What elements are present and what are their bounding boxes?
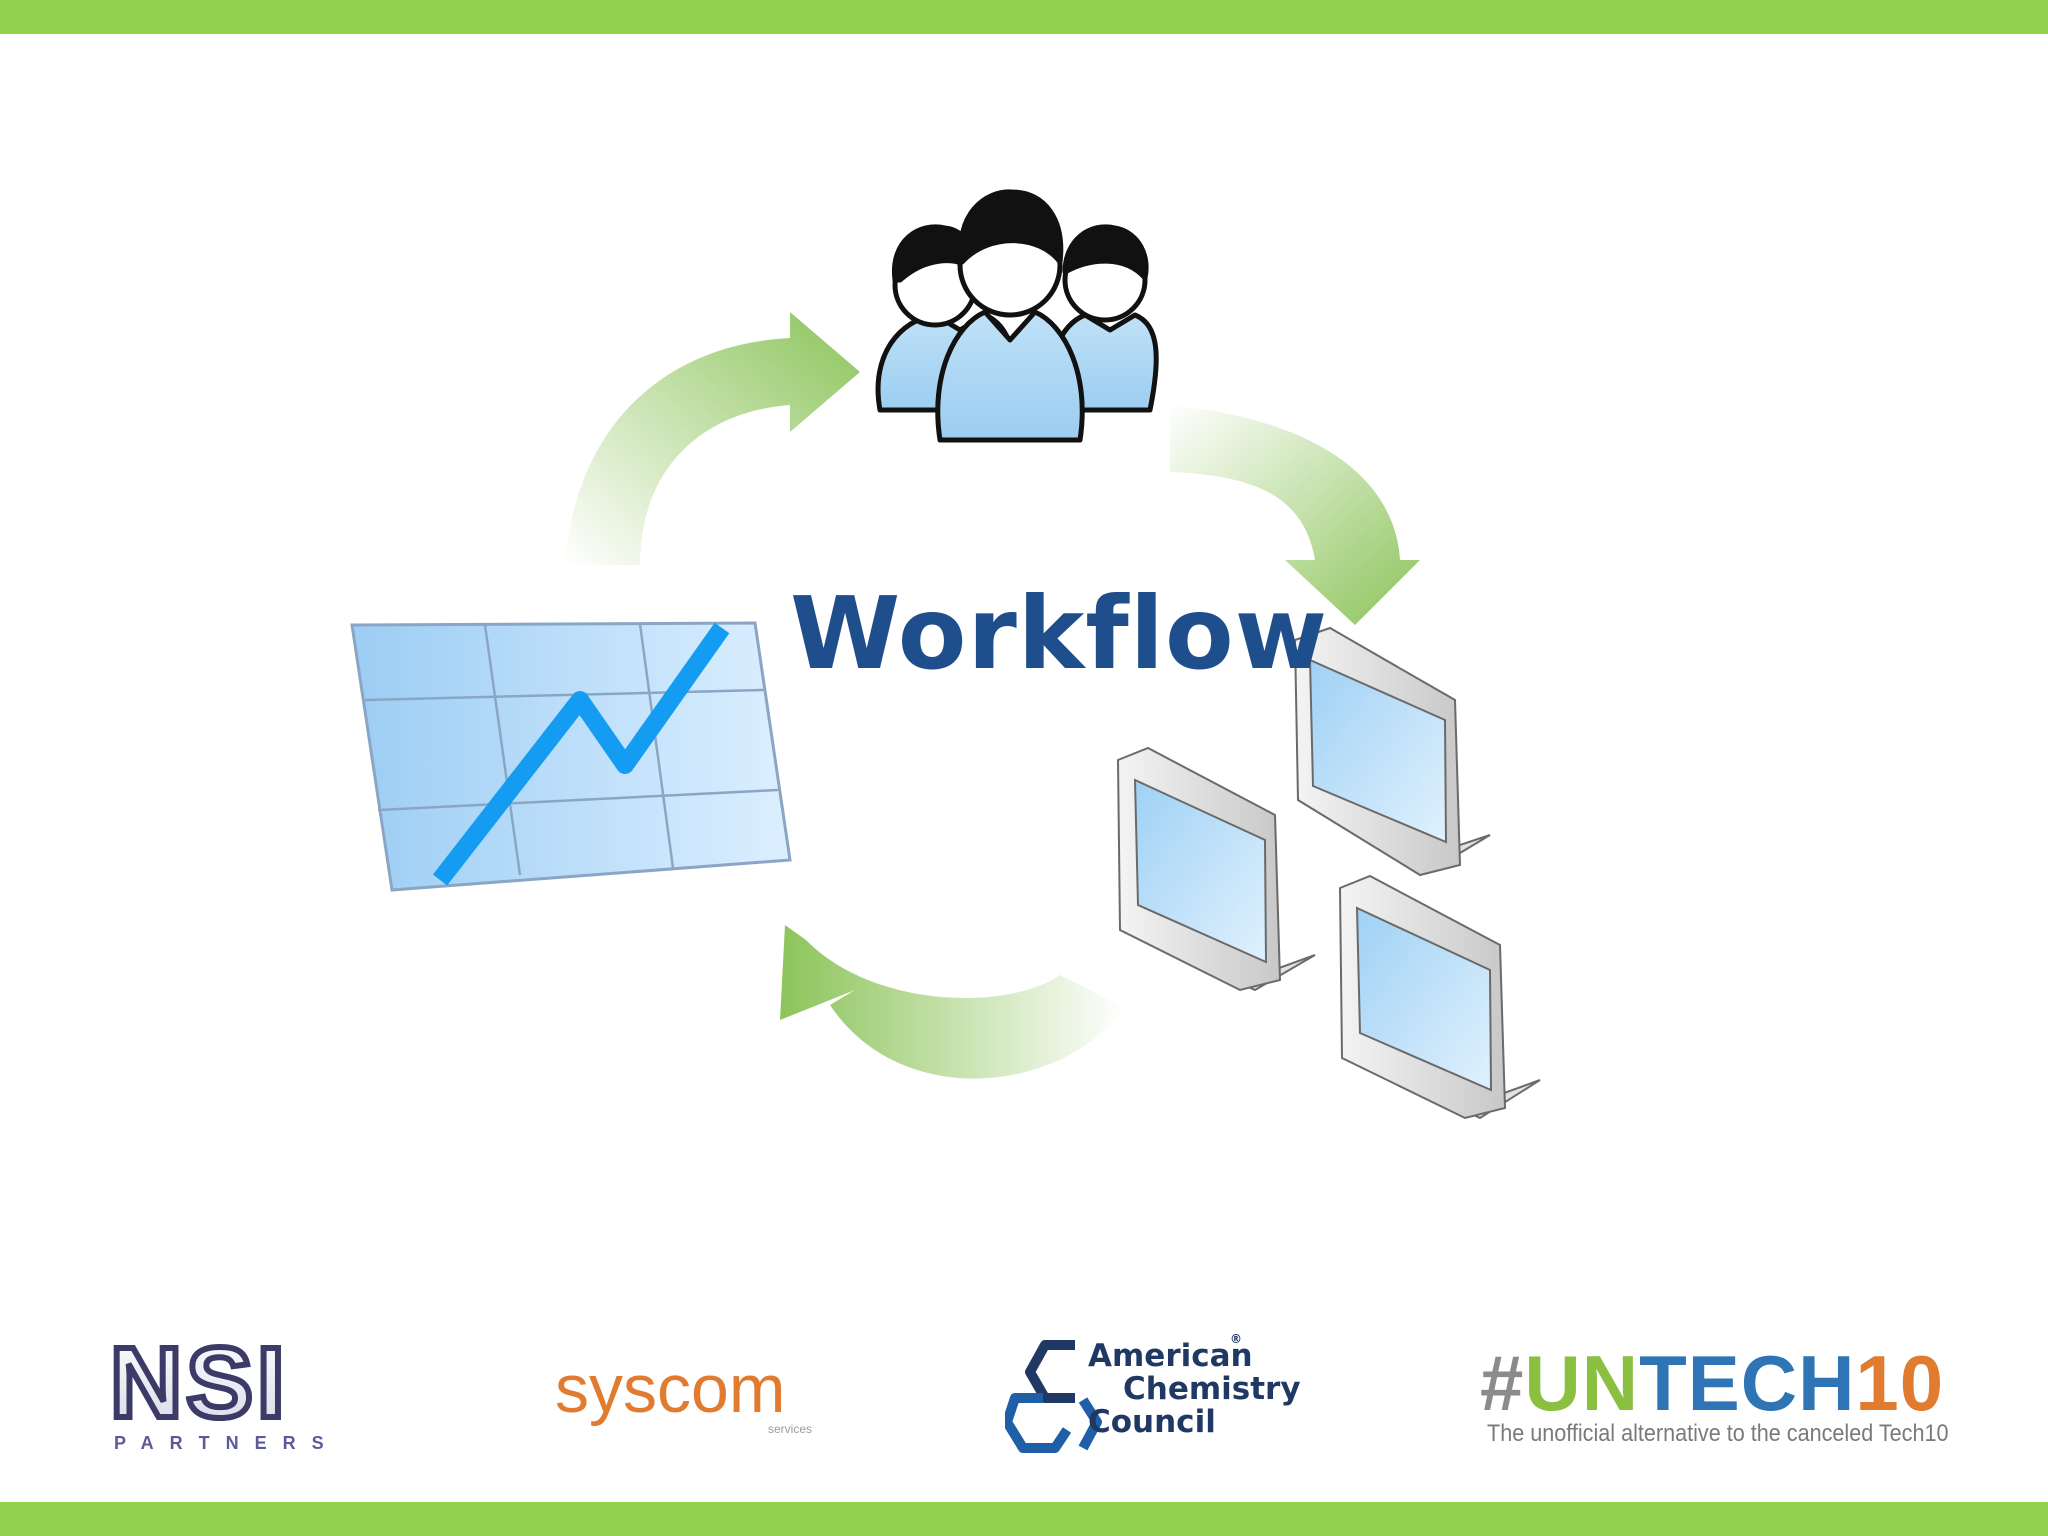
monitors-icon (1116, 626, 1541, 1120)
monitor-icon (1116, 746, 1316, 992)
untech-un: UN (1524, 1339, 1640, 1427)
untech-hash: # (1480, 1339, 1525, 1427)
bottom-accent-bar (0, 1502, 2048, 1536)
users-group-icon (875, 189, 1159, 443)
flow-arrow-chart-to-people (565, 312, 860, 565)
acc-registered-mark: ® (1230, 1332, 1242, 1346)
nsi-logo-text: NSI (110, 1335, 289, 1439)
acc-logo: American ® Chemistry Council (1005, 1330, 1305, 1460)
syscom-logo: syscom services (555, 1350, 835, 1440)
untech-subtitle: The unofficial alternative to the cancel… (1487, 1420, 1949, 1447)
flow-arrow-computers-to-chart (780, 925, 1125, 1079)
acc-logo-line3: Council (1088, 1404, 1216, 1440)
nsi-logo-subtext: PARTNERS (114, 1433, 340, 1453)
untech-tech: TECH (1639, 1339, 1856, 1427)
untech10-logo: #UNTECH10 The unofficial alternative to … (1480, 1339, 1960, 1460)
nsi-partners-logo: NSI PARTNERS (108, 1335, 378, 1453)
monitor-icon (1338, 874, 1541, 1120)
syscom-logo-text: syscom (555, 1351, 786, 1427)
flow-arrow-people-to-computers (1170, 405, 1420, 625)
syscom-logo-subtext: services (768, 1422, 813, 1436)
slide-title: Workflow (790, 575, 1329, 692)
top-accent-bar (0, 0, 2048, 34)
monitor-icon (1293, 626, 1491, 877)
line-chart-icon (350, 621, 792, 892)
hexagon-icon (1005, 1340, 1102, 1453)
untech-num: 10 (1855, 1339, 1945, 1427)
acc-logo-line2: Chemistry (1123, 1371, 1301, 1407)
acc-logo-line1: American (1088, 1338, 1253, 1374)
